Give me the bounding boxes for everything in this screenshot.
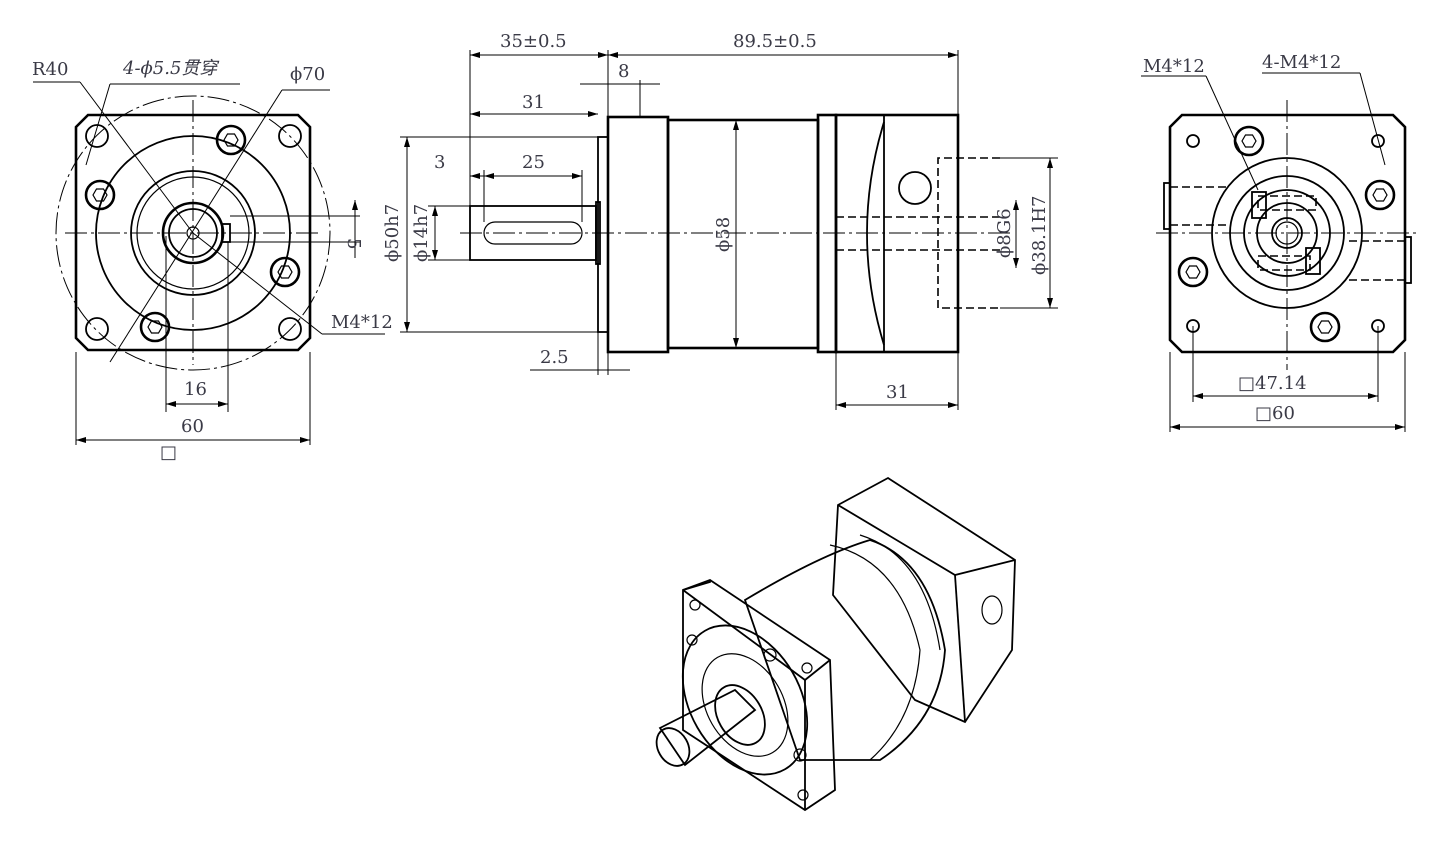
- isometric-view: [655, 476, 1016, 812]
- through-hole-icon: [85, 124, 302, 341]
- through-holes-label: 4-ϕ5.5贯穿: [122, 58, 219, 79]
- hex-bolt-icon: [1177, 125, 1396, 343]
- flange-thickness-label: 8: [618, 61, 629, 82]
- shaft-dia-label: ϕ14h7: [411, 204, 432, 262]
- body-dia-label: ϕ58: [713, 217, 734, 252]
- key-spacing-label: 16: [184, 379, 207, 400]
- pcd-label: ϕ70: [290, 64, 325, 85]
- key-width-label: 5: [343, 238, 364, 249]
- r40-label: R40: [32, 59, 68, 80]
- pilot-dia-label: ϕ50h7: [382, 204, 403, 262]
- tap-label: M4*12: [331, 312, 393, 333]
- side-view: 35±0.5 89.5±0.5 8 31 3 25 ϕ50h7 ϕ14h7 ϕ5…: [382, 31, 1058, 410]
- rear-view: M4*12 4-M4*12 □47.14 □60: [1141, 52, 1420, 432]
- pilot-height-label: 2.5: [540, 347, 569, 368]
- bolt-square-label: □47.14: [1238, 373, 1307, 394]
- key-offset-label: 3: [434, 152, 445, 173]
- input-length-label: 31: [886, 382, 909, 403]
- rear-square-label: □60: [1255, 403, 1295, 424]
- shaft-length-label: 35±0.5: [500, 31, 567, 52]
- square-label: 60: [181, 416, 204, 437]
- body-length-label: 89.5±0.5: [733, 31, 817, 52]
- mount-tap-label: 4-M4*12: [1262, 52, 1341, 73]
- square-symbol: □: [160, 442, 177, 463]
- input-pilot-label: ϕ38.1H7: [1029, 196, 1050, 276]
- key-length-label: 25: [522, 152, 545, 173]
- hex-bolt-icon: [84, 124, 301, 343]
- clamp-tap-label: M4*12: [1143, 56, 1205, 77]
- front-view: R40 4-ϕ5.5贯穿 ϕ70 M4*12 5 16 60 □: [32, 58, 393, 463]
- input-bore-label: ϕ8G6: [994, 208, 1015, 258]
- shaft-31-label: 31: [522, 92, 545, 113]
